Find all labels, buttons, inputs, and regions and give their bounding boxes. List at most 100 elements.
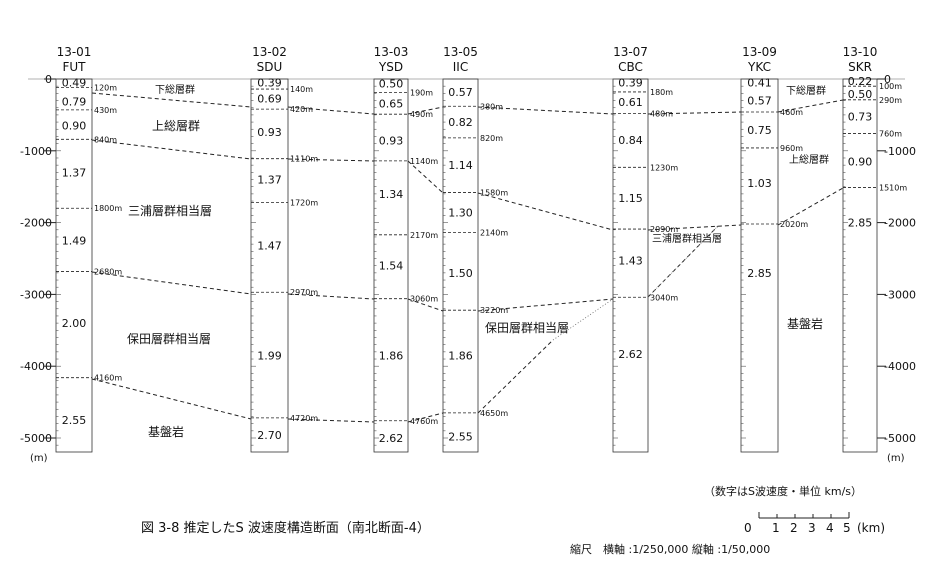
velocity-unit-note: （数字はS波速度・単位 km/s）: [704, 484, 862, 498]
layer-label: 基盤岩: [787, 316, 823, 331]
velocity-value: 1.43: [618, 255, 643, 268]
boundary-depth-label: 190m: [410, 89, 433, 98]
well-name: SDU: [257, 60, 283, 74]
layer-label: 保田層群相当層: [485, 321, 569, 335]
boundary-line: [91, 271, 252, 295]
velocity-value: 2.62: [379, 432, 404, 445]
velocity-value: 1.86: [448, 349, 473, 362]
velocity-value: 0.41: [747, 77, 772, 90]
boundary-depth-label: 460m: [780, 108, 803, 117]
velocity-value: 1.37: [257, 174, 282, 187]
boundary-depth-label: 840m: [94, 135, 117, 144]
boundary-depth-label: 2970m: [290, 288, 318, 297]
figure-caption: 図 3-8 推定したS 波速度構造断面（南北断面-4）: [141, 520, 430, 536]
boundary-depth-label: 1140m: [410, 157, 438, 166]
velocity-value: 2.55: [62, 414, 87, 427]
velocity-value: 0.61: [618, 96, 643, 109]
boundary-depth-label: 140m: [290, 85, 313, 94]
boundary-line: [287, 106, 375, 115]
boundary-line: [777, 187, 844, 226]
well-name: YKC: [747, 60, 771, 74]
well-columns: 13-01FUT120m430m840m1800m2680m4160m0.490…: [55, 45, 907, 453]
boundary-line: [647, 225, 719, 298]
right-axis-unit: (m): [887, 453, 905, 464]
velocity-value: 0.57: [747, 95, 772, 108]
velocity-value: 1.49: [62, 235, 87, 248]
scale-label: 0: [744, 521, 752, 535]
boundary-depth-label: 820m: [480, 134, 503, 143]
boundary-depth-label: 1720m: [290, 198, 318, 207]
velocity-value: 2.70: [257, 429, 282, 442]
boundary-depth-label: 1110m: [290, 155, 318, 164]
velocity-value: 1.99: [257, 349, 282, 362]
depth-tick-label: -4000: [884, 360, 916, 373]
depth-tick-label: -2000: [20, 217, 52, 230]
velocity-value: 1.37: [62, 166, 87, 179]
boundary-depth-label: 760m: [879, 130, 902, 139]
velocity-value: 0.84: [618, 134, 643, 147]
boundary-depth-label: 380m: [480, 102, 503, 111]
velocity-value: 0.50: [848, 88, 873, 101]
velocity-value: 1.34: [379, 188, 404, 201]
boundary-line: [287, 158, 375, 162]
well-skr: 13-10SKR100m290m760m1510m0.220.500.730.9…: [843, 45, 907, 453]
well-sdu: 13-02SDU140m420m1110m1720m2970m4720m0.39…: [250, 45, 318, 453]
well-code: 13-10: [843, 45, 878, 59]
boundary-depth-label: 3040m: [650, 293, 678, 302]
boundary-depth-label: 1580m: [480, 188, 508, 197]
layer-label: 上総層群: [789, 153, 829, 166]
layer-label: 下総層群: [155, 83, 195, 96]
velocity-value: 0.50: [379, 77, 404, 90]
boundary-line: [477, 192, 614, 231]
depth-tick-label: 0: [884, 73, 891, 86]
scale-label: 2: [790, 521, 798, 535]
well-column-box: [442, 78, 479, 453]
horizontal-scale-bar: 0 1 2 3 4 5 (km): [744, 512, 885, 535]
right-depth-axis: 0-1000-2000-3000-4000-5000: [877, 73, 916, 445]
boundary-line: [407, 106, 444, 115]
velocity-value: 1.15: [618, 192, 643, 205]
velocity-value: 0.82: [448, 116, 473, 129]
boundary-depth-label: 1230m: [650, 163, 678, 172]
velocity-value: 1.03: [747, 177, 772, 190]
boundary-depth-label: 1510m: [879, 183, 907, 192]
layer-label: 保田層群相当層: [127, 332, 211, 346]
depth-tick-label: -5000: [20, 432, 52, 445]
well-iic: 13-05IIC380m820m1580m2140m3220m4650m0.57…: [442, 45, 508, 453]
velocity-value: 0.73: [848, 110, 873, 123]
boundary-line: [287, 293, 375, 300]
velocity-value: 1.14: [448, 159, 473, 172]
layer-label: 上総層群: [152, 119, 200, 133]
well-cbc: 13-07CBC180m480m1230m2090m3040m0.390.610…: [612, 45, 678, 453]
layer-label: 基盤岩: [148, 424, 184, 439]
velocity-value: 0.90: [848, 156, 873, 169]
boundary-depth-label: 960m: [780, 144, 803, 153]
depth-tick-label: -5000: [884, 432, 916, 445]
velocity-value: 0.79: [62, 95, 87, 108]
velocity-value: 0.57: [448, 86, 473, 99]
scale-ratio-text: 横軸 :1/250,000 縦軸 :1/50,000: [603, 542, 770, 556]
boundary-depth-label: 2680m: [94, 267, 122, 276]
well-code: 13-01: [57, 45, 92, 59]
depth-tick-label: -1000: [20, 145, 52, 158]
boundary-line: [477, 298, 614, 312]
well-name: SKR: [848, 60, 872, 74]
velocity-value: 1.50: [448, 267, 473, 280]
well-ykc: 13-09YKC460m960m2020m0.410.570.751.032.8…: [740, 45, 808, 453]
depth-tick-label: -3000: [884, 288, 916, 301]
boundary-depth-label: 180m: [650, 88, 673, 97]
well-name: IIC: [453, 60, 468, 74]
well-column-box: [55, 78, 93, 453]
boundary-line: [407, 412, 444, 423]
velocity-value: 2.62: [618, 348, 643, 361]
scale-label: 5: [843, 521, 851, 535]
boundary-depth-label: 4720m: [290, 414, 318, 423]
velocity-value: 0.22: [848, 75, 873, 88]
velocity-value: 2.55: [448, 431, 473, 444]
boundary-line: [477, 106, 614, 115]
velocity-value: 0.39: [618, 77, 643, 90]
well-code: 13-07: [613, 45, 648, 59]
scale-label: 3: [808, 521, 816, 535]
velocity-value: 2.85: [848, 217, 873, 230]
well-name: CBC: [618, 60, 643, 74]
